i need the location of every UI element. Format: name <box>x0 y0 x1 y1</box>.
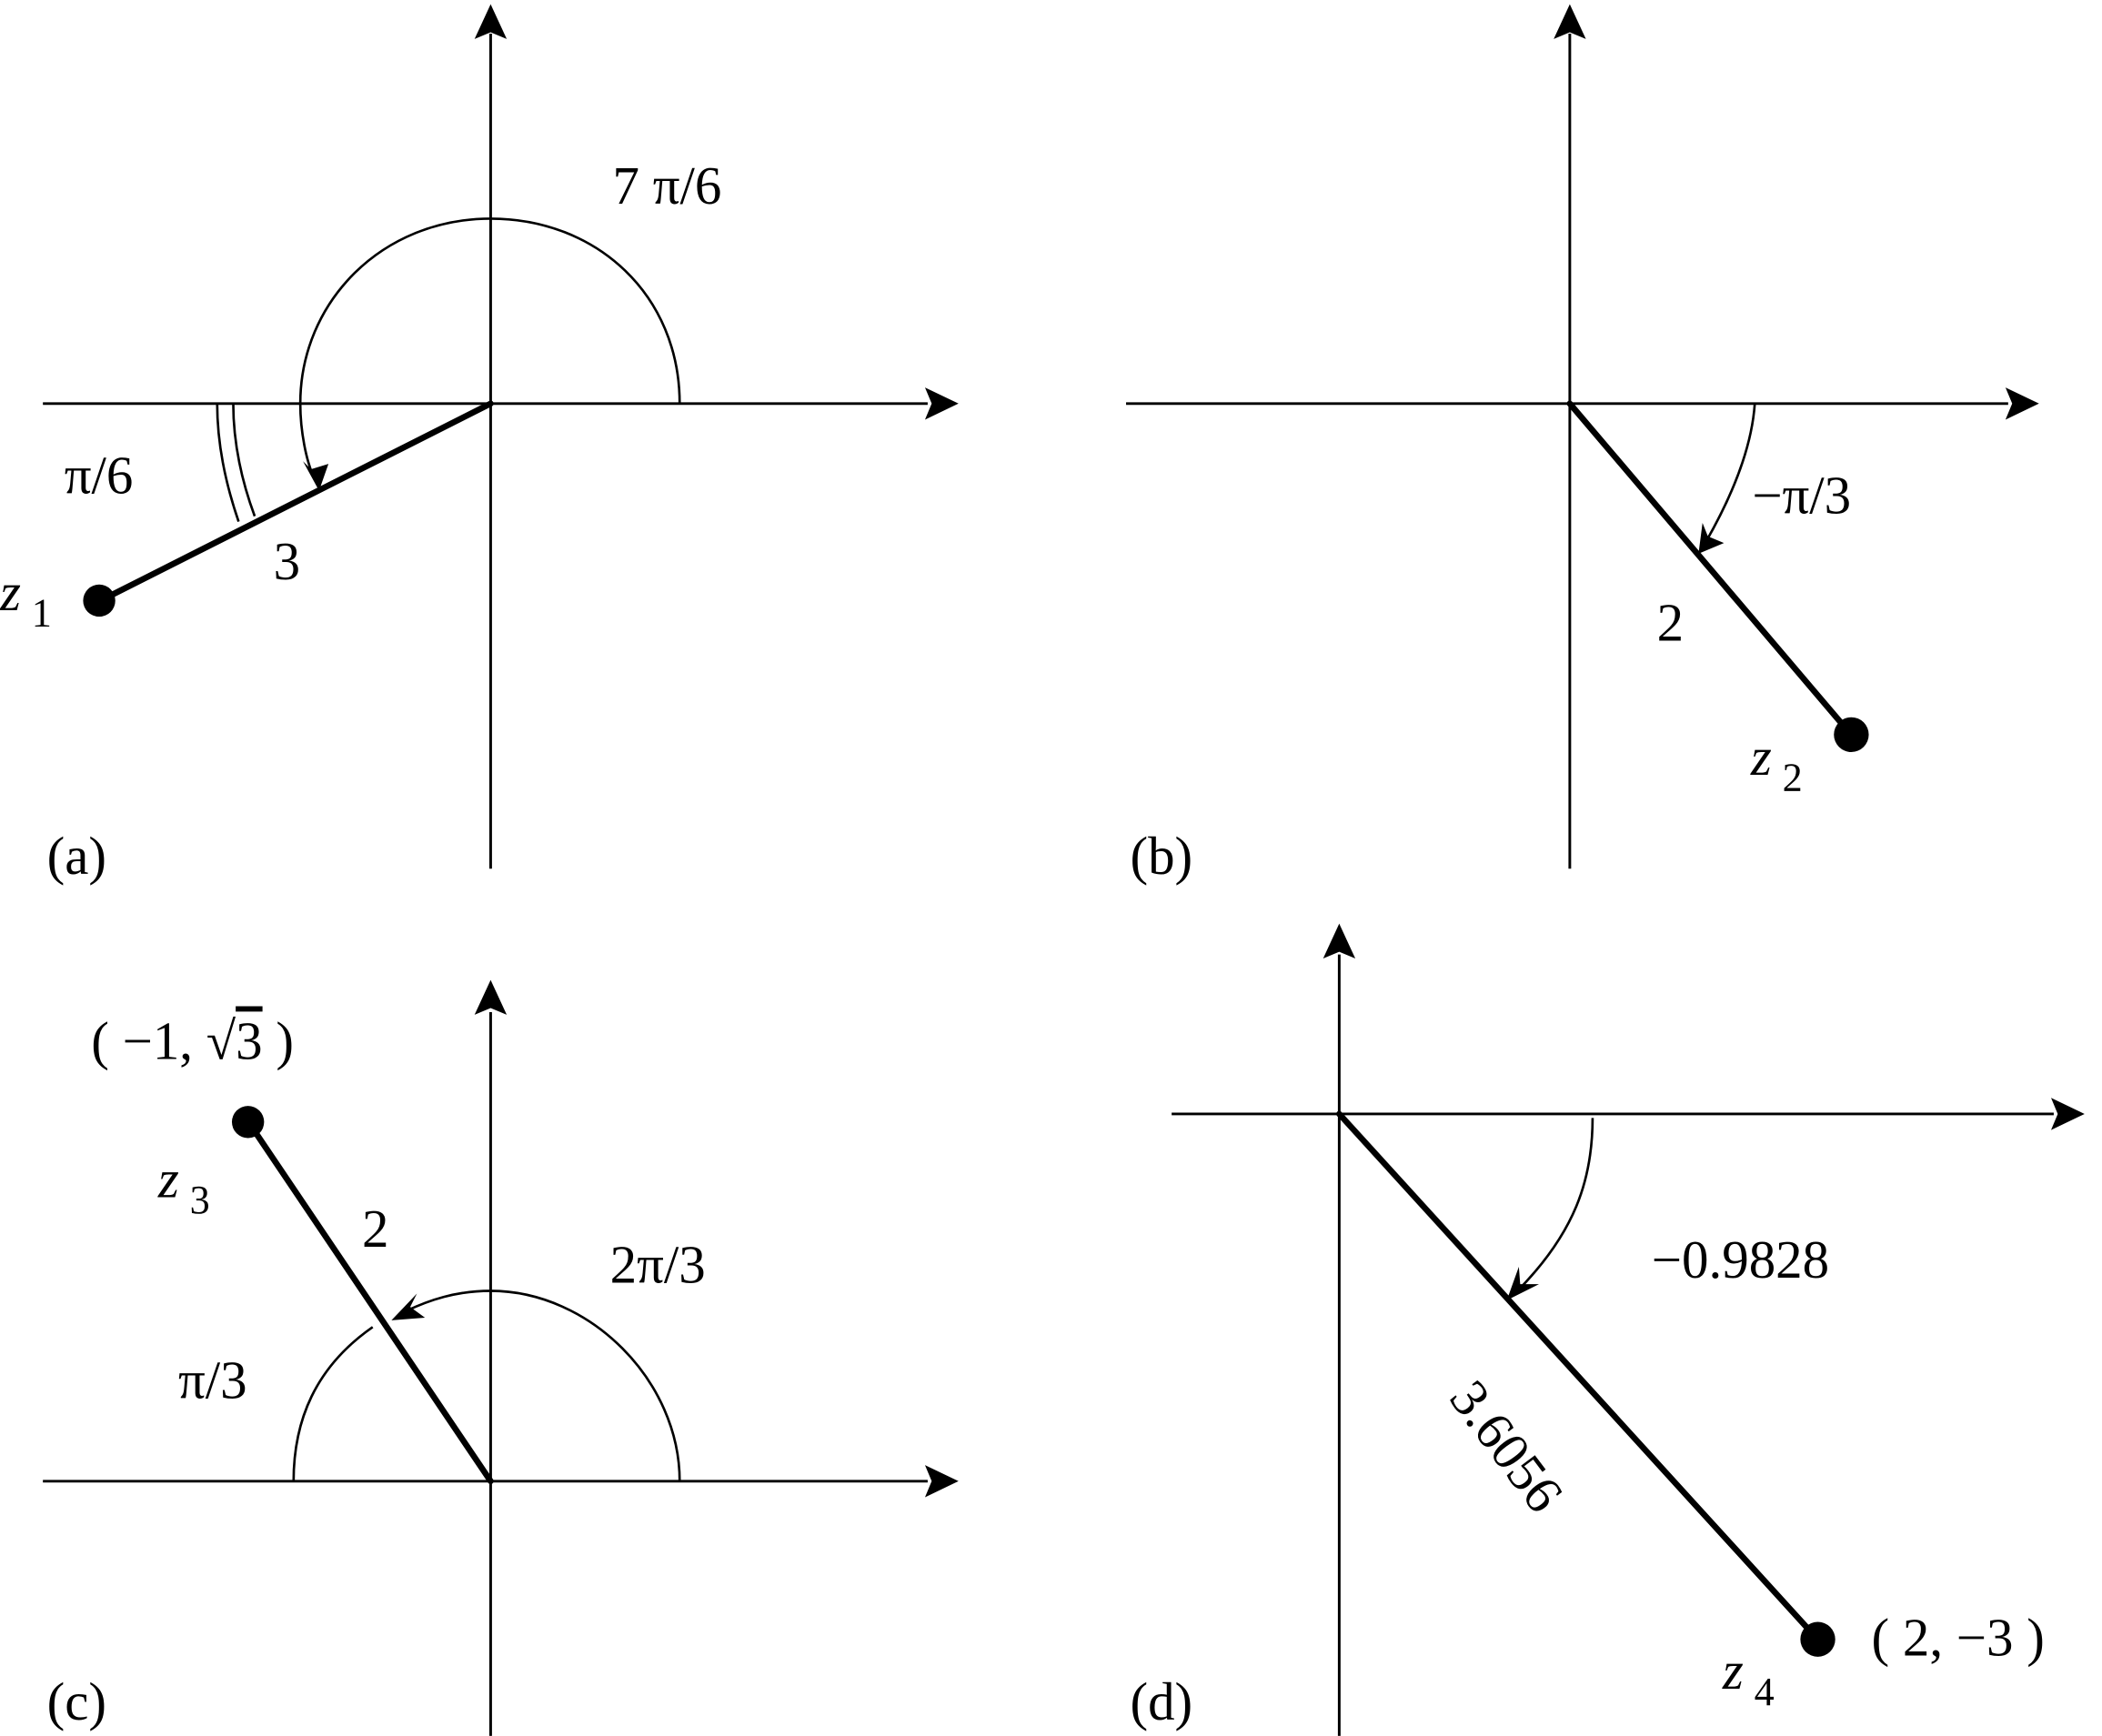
principal-angle-label: 2π/3 <box>610 1235 706 1295</box>
principal-angle-arc <box>1704 403 1756 544</box>
reference-angle-label: π/6 <box>65 446 134 506</box>
point-z1 <box>83 584 116 617</box>
reference-angle-arc-outer <box>216 403 240 522</box>
reference-angle-arc-inner <box>232 403 256 517</box>
modulus-label: 3 <box>274 531 300 591</box>
modulus-label: 3.6056 <box>1438 1370 1574 1523</box>
panel-label: (a) <box>47 826 106 886</box>
modulus-vector <box>246 1119 494 1485</box>
panel-label: (b) <box>1130 826 1192 886</box>
sqrt-sign-icon: √ <box>206 1011 236 1071</box>
principal-angle-arc <box>298 217 681 484</box>
angle-arrowhead-icon <box>303 461 329 491</box>
point-z4 <box>1800 1621 1835 1657</box>
panel-label: (c) <box>47 1671 106 1731</box>
modulus-vector <box>97 400 494 604</box>
modulus-vector <box>1566 400 1854 737</box>
modulus-label: 2 <box>1657 593 1684 653</box>
modulus-label: 2 <box>362 1199 388 1259</box>
reference-angle-label: π/3 <box>178 1350 247 1410</box>
point-z3 <box>231 1106 265 1139</box>
modulus-vector <box>1336 1110 1820 1641</box>
principal-angle-label: 7 π/6 <box>613 156 722 216</box>
panel-label: (d) <box>1130 1671 1192 1731</box>
coordinate-label: ( −1, √3 ) <box>91 1011 294 1071</box>
imaginary-axis-arrowhead-icon <box>1554 4 1586 39</box>
reference-angle-arc <box>292 1326 374 1481</box>
real-axis-arrowhead-icon <box>2050 1098 2085 1130</box>
real-axis-arrowhead-icon <box>924 387 959 420</box>
principal-angle-label: −π/3 <box>1752 466 1851 526</box>
principal-angle-arc <box>1514 1118 1594 1295</box>
angle-arrowhead-icon <box>1698 522 1725 554</box>
angle-arrowhead-icon <box>1506 1266 1539 1300</box>
imaginary-axis-arrowhead-icon <box>1323 923 1356 958</box>
coordinate-label: ( 2, −3 ) <box>1871 1607 2044 1667</box>
principal-angle-label: −0.9828 <box>1652 1229 1829 1289</box>
real-axis-arrowhead-icon <box>2005 387 2039 420</box>
imaginary-axis-arrowhead-icon <box>474 4 508 39</box>
angle-arrowhead-icon <box>391 1293 426 1320</box>
principal-angle-arc <box>406 1289 681 1481</box>
point-z2 <box>1834 717 1869 753</box>
real-axis-arrowhead-icon <box>924 1465 959 1498</box>
imaginary-axis-arrowhead-icon <box>474 979 508 1015</box>
